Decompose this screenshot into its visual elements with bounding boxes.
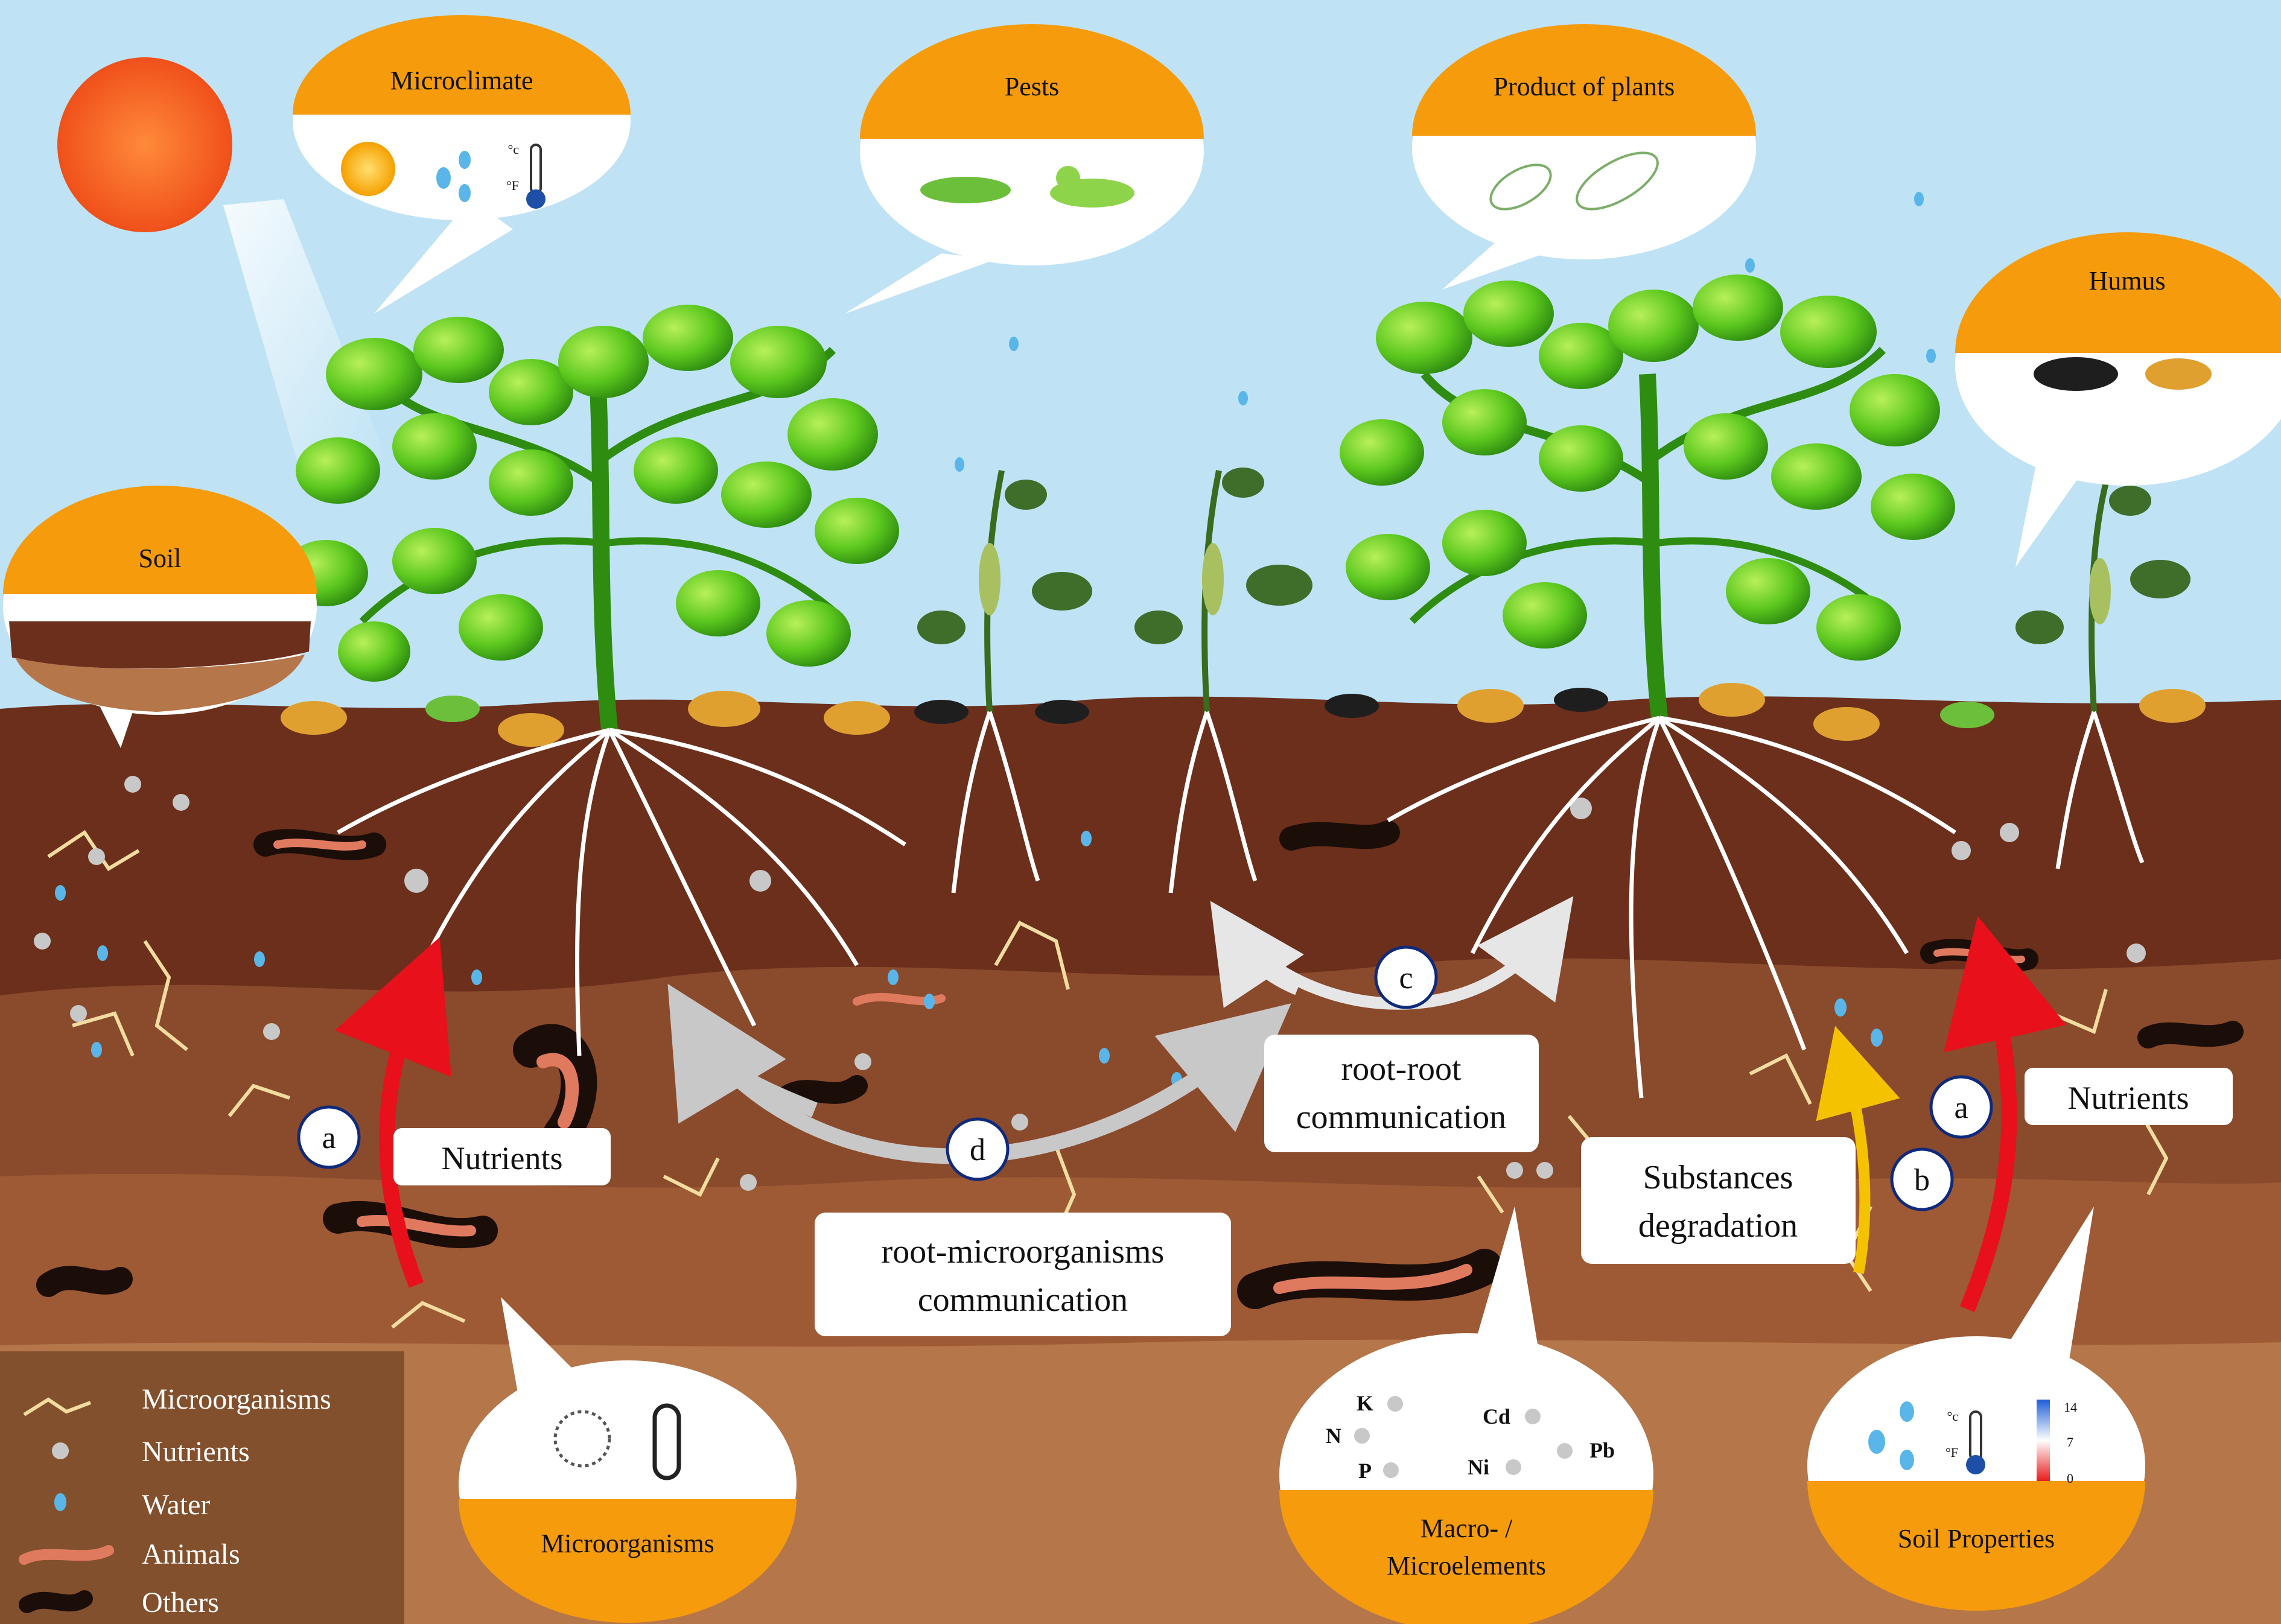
legend-nutrients: Nutrients xyxy=(142,1436,250,1468)
ph-bottom-label: 0 xyxy=(2067,1471,2073,1486)
grasshopper-icon xyxy=(920,177,1011,203)
svg-text:root-root: root-root xyxy=(1341,1050,1462,1088)
marker-a-right: a xyxy=(1929,1075,1993,1139)
sun-icon xyxy=(57,57,232,232)
legend-others-icon xyxy=(19,1590,93,1613)
arrow-d-back xyxy=(667,983,818,1124)
ground-humus xyxy=(281,683,2206,747)
bubble-microclimate: Microclimate °c °F xyxy=(293,15,631,314)
marker-a-left: a xyxy=(297,1105,361,1169)
legend-animals-icon xyxy=(19,1545,114,1565)
label-root-root: root-root communication xyxy=(1264,1035,1539,1152)
label-substances-degradation: Substances degradation xyxy=(1581,1137,1856,1264)
legend-microorganisms: Microorganisms xyxy=(142,1383,331,1415)
element-pb: Pb xyxy=(1589,1438,1615,1462)
label-nutrients-left: Nutrients xyxy=(393,1128,611,1185)
soil-label: Soil xyxy=(139,544,182,573)
svg-text:root-microorganisms: root-microorganisms xyxy=(882,1233,1165,1270)
water-drop-icon xyxy=(436,167,451,189)
svg-text:a: a xyxy=(1954,1091,1968,1125)
legend-water-icon xyxy=(54,1493,66,1511)
virus-icon xyxy=(553,1410,611,1468)
macro-label-line1: Macro- / xyxy=(1420,1514,1513,1543)
bubble-product-of-plants: Product of plants xyxy=(1412,24,1756,290)
ph-mid-label: 7 xyxy=(2067,1435,2073,1450)
plant-left xyxy=(284,305,899,731)
arrow-a-left xyxy=(334,937,451,1288)
bubble-soil-properties: Soil Properties °c °F 14 7 0 xyxy=(1807,1207,2145,1611)
celsius-label: °c xyxy=(507,142,519,157)
svg-text:Nutrients: Nutrients xyxy=(2068,1080,2189,1116)
plant-right xyxy=(1340,274,1955,719)
leaf-icon xyxy=(1489,163,1552,211)
legend: Microorganisms Nutrients Water Animals O… xyxy=(0,1351,404,1624)
sun-rays xyxy=(223,199,386,477)
ph-top-label: 14 xyxy=(2064,1400,2077,1415)
small-sun-icon xyxy=(341,142,395,196)
svg-text:communication: communication xyxy=(1296,1099,1506,1136)
legend-nutrients-icon xyxy=(52,1442,69,1459)
bubble-pests: Pests xyxy=(845,24,1204,314)
soil-celsius-label: °c xyxy=(1947,1409,1958,1424)
svg-text:c: c xyxy=(1399,961,1413,995)
bubble-soil: Soil xyxy=(3,486,317,748)
soil-water-icon xyxy=(1868,1430,1885,1454)
humus-label: Humus xyxy=(2089,266,2165,296)
svg-text:communication: communication xyxy=(918,1281,1128,1319)
element-cd: Cd xyxy=(1483,1404,1510,1429)
label-root-microorganisms: root-microorganisms communication xyxy=(815,1213,1231,1336)
small-plant-leaves xyxy=(917,468,2190,644)
svg-text:degradation: degradation xyxy=(1638,1207,1798,1245)
microclimate-label: Microclimate xyxy=(390,66,533,95)
ph-scale-icon xyxy=(2037,1400,2050,1481)
marker-c: c xyxy=(1374,945,1438,1009)
label-nutrients-right: Nutrients xyxy=(2025,1068,2233,1125)
legend-water: Water xyxy=(142,1489,210,1521)
marker-d: d xyxy=(946,1117,1010,1181)
arrow-c-back xyxy=(1210,901,1304,1008)
dead-leaf-icon xyxy=(2145,358,2212,390)
soil-nutrients xyxy=(34,776,2146,1191)
fahrenheit-label: °F xyxy=(506,178,519,193)
element-n: N xyxy=(1326,1424,1341,1448)
legend-animals: Animals xyxy=(142,1538,240,1570)
marker-b: b xyxy=(1890,1147,1954,1211)
plant-roots xyxy=(337,711,2145,1099)
arrow-a-right xyxy=(1944,916,2067,1312)
pests-label: Pests xyxy=(1005,72,1059,101)
svg-text:Nutrients: Nutrients xyxy=(442,1140,563,1176)
legend-others: Others xyxy=(142,1587,219,1619)
element-p: P xyxy=(1358,1459,1372,1483)
bubble-microorganisms: Microorganisms xyxy=(459,1297,797,1623)
microorganisms-label: Microorganisms xyxy=(541,1529,714,1558)
arrow-b xyxy=(1816,1026,1900,1274)
dead-insect-icon xyxy=(2034,357,2118,391)
svg-text:a: a xyxy=(322,1121,336,1155)
product-of-plants-label: Product of plants xyxy=(1494,72,1675,101)
svg-text:Substances: Substances xyxy=(1643,1159,1793,1196)
leaf-icon-2 xyxy=(1576,151,1659,211)
bacteria-icon xyxy=(652,1403,681,1480)
element-ni: Ni xyxy=(1468,1455,1489,1479)
soil-fahrenheit-label: °F xyxy=(1945,1445,1958,1460)
soil-layer-icon xyxy=(9,621,311,669)
element-k: K xyxy=(1357,1391,1373,1415)
bubble-macro-microelements: Macro- / Microelements K N P Cd Ni Pb xyxy=(1279,1207,1653,1624)
bubble-humus: Humus xyxy=(1955,232,2281,567)
macro-label-line2: Microelements xyxy=(1387,1551,1546,1581)
legend-microorganisms-icon xyxy=(23,1397,92,1416)
soil-properties-label: Soil Properties xyxy=(1898,1524,2055,1553)
svg-text:d: d xyxy=(970,1133,985,1167)
svg-text:b: b xyxy=(1914,1163,1930,1197)
